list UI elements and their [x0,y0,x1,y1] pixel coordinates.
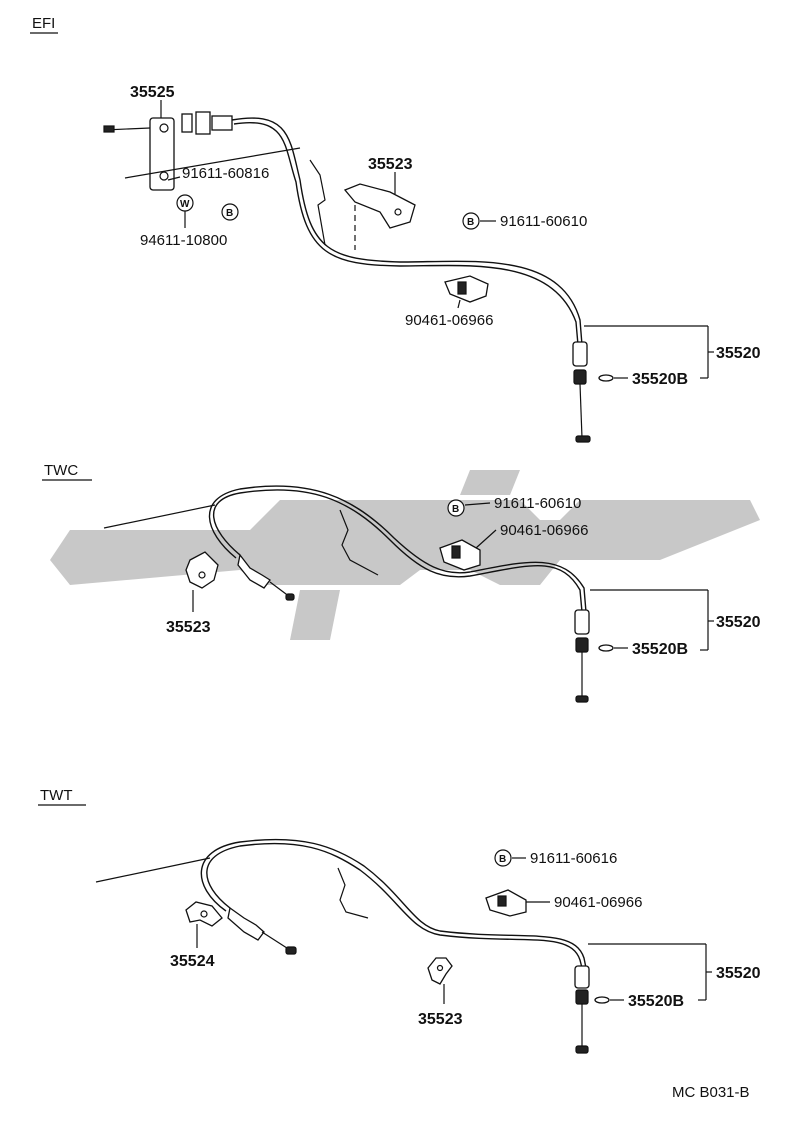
section-efi: EFI 35525 91611-60816 W B 94611-10800 [30,15,761,443]
section-twt: TWT 35524 35523 B [38,787,761,1054]
clip-90461-part [444,275,489,303]
bolt-symbol: B [499,854,506,865]
clip-90461-part [485,889,527,917]
label-clip-90461-06966: 90461-06966 [500,522,588,539]
clamp-35523-part [185,551,219,589]
label-clip-90461-06966: 90461-06966 [554,894,642,911]
leader-91611-60610 [464,502,491,506]
label-cable-35520: 35520 [716,614,761,631]
cable-twt [200,838,590,1054]
label-cable-35520b: 35520B [632,641,688,658]
label-cable-35520b: 35520B [632,371,688,388]
bracket-35524-part [185,901,223,927]
bolt-symbol-2: B [467,217,474,228]
label-washer-94611-10800: 94611-10800 [140,232,227,249]
watermark-logo [50,470,760,640]
bolt-symbol-circle [494,849,512,867]
leader-91611-60816 [167,176,181,181]
cable-efi [231,117,591,443]
section-heading-twt: TWT [40,787,72,804]
label-bolt-91611-60616: 91611-60616 [530,850,617,867]
leader-90461 [475,529,497,549]
section-twc: TWC 35523 B 91611-60610 [42,462,761,703]
clamp-35523-part [427,957,453,985]
clip-90461-part [439,539,481,571]
bolt-symbol-circle-2 [462,212,480,230]
bolt-symbol-circle [221,203,239,221]
sub-part-ring [594,996,610,1004]
guide-line [103,504,216,529]
label-bracket-35525: 35525 [130,84,175,101]
bolt-symbol: B [452,504,459,515]
label-bolt-91611-60610: 91611-60610 [494,495,581,512]
washer-symbol: W [180,199,190,210]
sub-part-ring [598,644,614,652]
leader-90461 [457,299,461,309]
bolt-symbol-circle [447,499,465,517]
label-clamp-35523: 35523 [166,619,211,636]
label-cable-35520: 35520 [716,965,761,982]
label-clamp-35523: 35523 [418,1011,463,1028]
label-clip-90461-06966: 90461-06966 [405,312,493,329]
section-heading-efi: EFI [32,15,55,32]
bracket-35525-part [103,111,233,191]
label-cable-35520b: 35520B [628,993,684,1010]
sub-part-ring [598,374,614,382]
label-bracket-35524: 35524 [170,953,215,970]
label-cable-35520: 35520 [716,345,761,362]
clamp-35523-part [343,183,416,229]
label-bolt-91611-60816: 91611-60816 [182,165,269,182]
label-bolt-91611-60610: 91611-60610 [500,213,587,230]
bolt-symbol: B [226,208,233,219]
guide-line [95,857,211,883]
label-clamp-35523: 35523 [368,156,413,173]
cable-twc [208,485,590,703]
drawing-code: MC B031-B [672,1084,750,1101]
section-heading-twc: TWC [44,462,78,479]
guide-line [124,147,301,179]
